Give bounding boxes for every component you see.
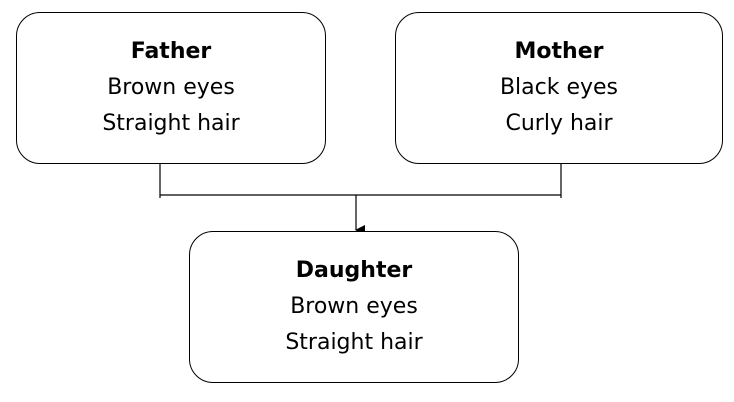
father-eye-trait: Brown eyes [107,75,235,100]
daughter-title: Daughter [295,258,413,283]
mother-box: Mother Black eyes Curly hair [395,12,723,164]
mother-hair-trait: Curly hair [505,111,613,136]
mother-title: Mother [514,39,604,64]
father-box: Father Brown eyes Straight hair [16,12,326,164]
daughter-eye-trait: Brown eyes [290,294,418,319]
father-title: Father [130,39,212,64]
daughter-box: Daughter Brown eyes Straight hair [189,231,519,383]
daughter-hair-trait: Straight hair [285,330,423,355]
mother-eye-trait: Black eyes [499,75,619,100]
father-hair-trait: Straight hair [102,111,240,136]
